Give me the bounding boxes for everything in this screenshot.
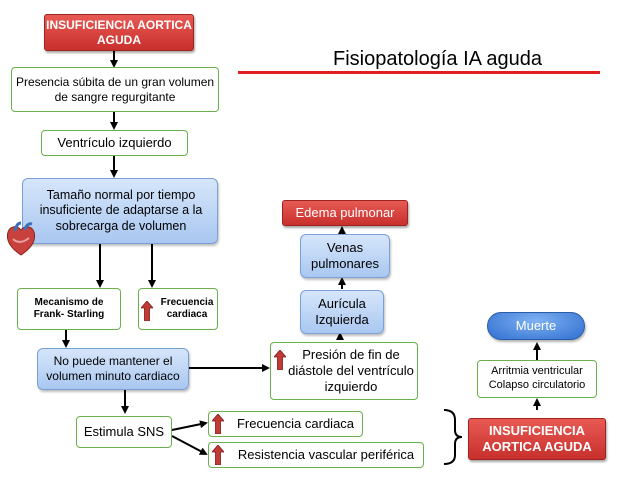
estimula-box: Estimula SNS: [76, 416, 172, 448]
insuficiencia-bottom-box: INSUFICIENCIA AORTICA AGUDA: [468, 418, 606, 460]
venas-box: Venas pulmonares: [300, 234, 390, 278]
arrow-estimula-to-resistencia: [171, 435, 208, 455]
increase-arrow-icon: [212, 445, 224, 465]
arritmia-box: Arritmia ventricular Colapso circulatori…: [477, 360, 597, 398]
ventriculo-box: Ventrículo izquierdo: [41, 130, 188, 156]
frecuencia-2-box: Frecuencia cardiaca: [208, 411, 363, 437]
arrow-estimula-to-frecuencia: [171, 420, 208, 431]
muerte-node: Muerte: [487, 312, 585, 340]
tamano-box: Tamaño normal por tiempo insuficiente de…: [22, 178, 218, 244]
curly-bracket: [443, 409, 463, 465]
mecanismo-box: Mecanismo de Frank- Starling: [17, 288, 121, 330]
increase-arrow-icon: [212, 414, 224, 434]
increase-arrow-icon: [141, 301, 153, 321]
heart-icon: [6, 221, 36, 256]
edema-box: Edema pulmonar: [282, 200, 408, 226]
auricula-box: Aurícula Izquierda: [300, 290, 384, 334]
no-puede-box: No puede mantener el volumen minuto card…: [37, 348, 189, 390]
page-title: Fisiopatología IA aguda: [333, 48, 543, 70]
presencia-box: Presencia súbita de un gran volumen de s…: [11, 67, 219, 112]
resistencia-box: Resistencia vascular periférica: [208, 442, 424, 468]
increase-arrow-icon: [274, 350, 286, 370]
title-underline: [238, 71, 600, 74]
insuficiencia-top-box: INSUFICIENCIA AORTICA AGUDA: [44, 14, 194, 51]
frecuencia-1-box: Frecuencia cardiaca: [138, 288, 218, 330]
presion-box: Presión de fin de diástole del ventrícul…: [270, 342, 418, 400]
